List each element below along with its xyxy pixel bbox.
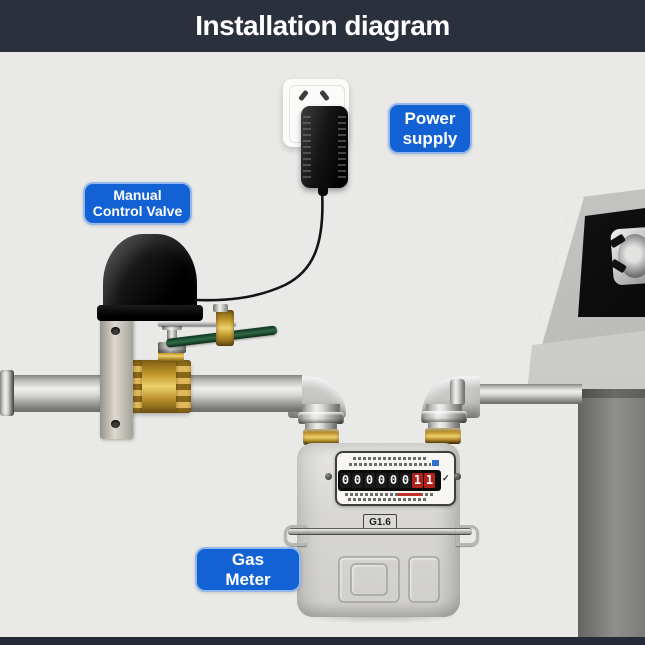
- counter-digit: 0: [352, 473, 363, 488]
- mounting-bracket: [100, 316, 133, 439]
- valve-hex-end: [176, 360, 191, 413]
- manual-valve-label-line1: Manual: [113, 186, 162, 203]
- counter-digit: 0: [400, 473, 411, 488]
- adapter-cable-nub: [318, 187, 328, 196]
- meter-text-line-red: [398, 493, 422, 496]
- pipe-stub-right: [428, 422, 460, 429]
- adapter-ribs: [303, 116, 311, 178]
- meter-emboss-panel: [338, 556, 400, 603]
- gas-meter-label-line2: Meter: [225, 569, 271, 589]
- lever-linkage: [216, 310, 234, 346]
- meter-screw-left: [325, 473, 332, 480]
- bracket-hole: [111, 327, 120, 335]
- power-supply-label-line2: supply: [402, 128, 458, 148]
- gas-meter-label-line1: Gas: [231, 550, 265, 570]
- meter-hanger-wire: [288, 528, 472, 535]
- bracket-hole: [111, 420, 120, 428]
- valve-stem: [167, 330, 177, 343]
- manual-control-valve-label: Manual Control Valve: [83, 182, 192, 225]
- meter-text-line: [349, 463, 431, 466]
- pipe-rim-left: [298, 412, 344, 424]
- pipe-rim-right: [421, 411, 467, 423]
- meter-text-line: [353, 457, 427, 460]
- manual-valve-label-line2: Control Valve: [92, 202, 183, 219]
- valve-packing-nut: [158, 350, 184, 362]
- counter-digit: 0: [388, 473, 399, 488]
- counter-check-icon: ✓: [442, 473, 450, 483]
- actuator-rod: [158, 321, 236, 326]
- actuator-flange: [97, 305, 203, 321]
- valve-stem: [158, 342, 186, 353]
- footer-bar: [0, 637, 645, 645]
- counter-digit: 0: [364, 473, 375, 488]
- counter-digit-red: 1: [412, 473, 423, 488]
- cabinet-shadow: [578, 389, 645, 398]
- hanger-hook-left: [284, 525, 307, 546]
- adapter-ribs: [338, 116, 346, 178]
- linkage-nut: [213, 304, 228, 312]
- page-title: Installation diagram: [195, 10, 450, 41]
- meter-text-line: [345, 493, 435, 496]
- meter-certification-mark: [432, 460, 439, 466]
- counter-digit: 0: [376, 473, 387, 488]
- hanger-hook-right: [456, 525, 479, 546]
- pipe-to-stove: [462, 384, 582, 404]
- pipe-stub-left: [305, 423, 337, 430]
- pipe-coupling: [0, 370, 14, 416]
- meter-emboss-panel: [408, 556, 440, 603]
- counter-digit-red: 1: [424, 473, 435, 488]
- meter-emboss-panel: [350, 563, 388, 596]
- power-supply-label-line1: Power: [404, 109, 456, 129]
- pipe-collar: [450, 379, 465, 406]
- meter-text-line: [348, 498, 426, 501]
- brass-fitting-right: [425, 428, 461, 444]
- power-supply-label: Power supply: [388, 103, 472, 154]
- header-banner: Installation diagram: [0, 0, 645, 52]
- kitchen-cabinet: [578, 389, 645, 637]
- valve-actuator: [103, 234, 197, 318]
- brass-fitting-left: [303, 429, 339, 445]
- meter-counter: 0 0 0 0 0 0 1 1: [338, 470, 441, 491]
- meter-screw-right: [454, 473, 461, 480]
- gas-meter-label: Gas Meter: [195, 547, 301, 592]
- counter-digit: 0: [340, 473, 351, 488]
